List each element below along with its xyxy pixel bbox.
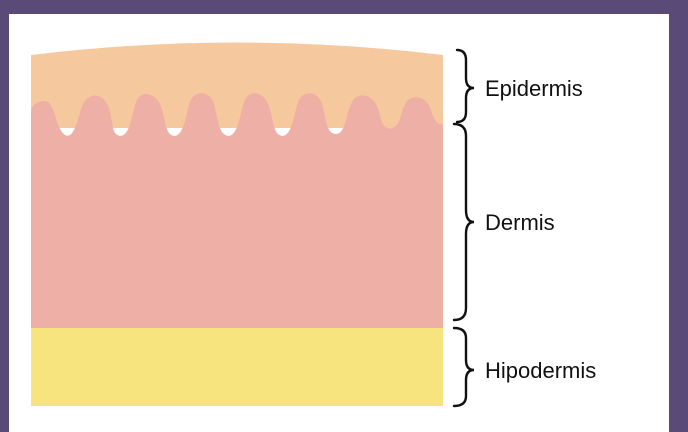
hypodermis-brace <box>454 328 474 406</box>
hypodermis-label: Hipodermis <box>485 358 596 383</box>
hypodermis-layer <box>31 328 443 406</box>
dermis-label: Dermis <box>485 210 555 235</box>
dermis-layer <box>31 93 443 330</box>
epidermis-brace <box>457 50 474 122</box>
dermis-brace <box>454 124 474 320</box>
epidermis-label: Epidermis <box>485 76 583 101</box>
